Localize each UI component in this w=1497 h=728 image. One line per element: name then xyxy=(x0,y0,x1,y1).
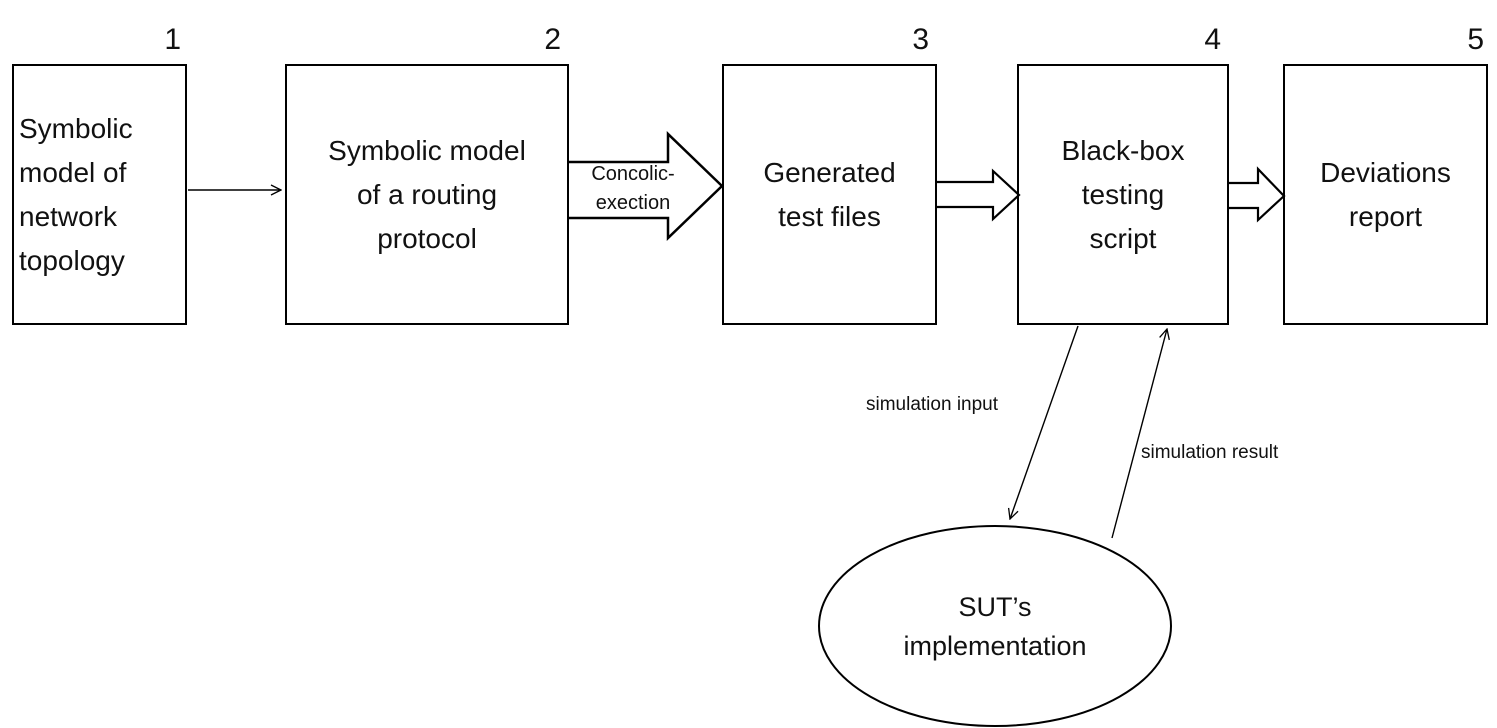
step-number-1: 1 xyxy=(164,23,181,56)
arrow-step4-to-step5 xyxy=(1229,166,1286,223)
box-deviations-report: Deviations report xyxy=(1283,64,1488,325)
simulation-result-arrow xyxy=(1111,329,1167,539)
step-number-3: 3 xyxy=(912,23,929,56)
simulation-input-label: simulation input xyxy=(866,394,999,415)
box-deviations-report-label: Deviations report xyxy=(1320,156,1451,232)
sut-implementation-label: SUT’s implementation xyxy=(903,592,1087,661)
box-black-box-testing-script: Black-box testing script xyxy=(1017,64,1229,325)
box-symbolic-routing-protocol-label: Symbolic model of a routing protocol xyxy=(328,134,526,254)
simulation-result-label: simulation result xyxy=(1141,442,1279,463)
box-black-box-testing-script-label: Black-box testing script xyxy=(1061,134,1185,254)
step-number-4: 4 xyxy=(1204,23,1221,56)
step-number-5: 5 xyxy=(1467,23,1484,56)
sut-ellipse xyxy=(818,525,1172,727)
box-symbolic-network-topology-label: Symbolic model of network topology xyxy=(19,112,133,276)
step-number-2: 2 xyxy=(544,23,561,56)
concolic-execution-label: Concolic- exection xyxy=(591,163,675,214)
box-symbolic-routing-protocol: Symbolic model of a routing protocol xyxy=(285,64,569,325)
arrow-step3-to-step4 xyxy=(937,168,1021,222)
box-generated-test-files: Generated test files xyxy=(722,64,937,325)
box-symbolic-network-topology: Symbolic model of network topology xyxy=(12,64,187,325)
simulation-input-arrow xyxy=(1010,325,1079,519)
box-generated-test-files-label: Generated test files xyxy=(763,156,896,232)
